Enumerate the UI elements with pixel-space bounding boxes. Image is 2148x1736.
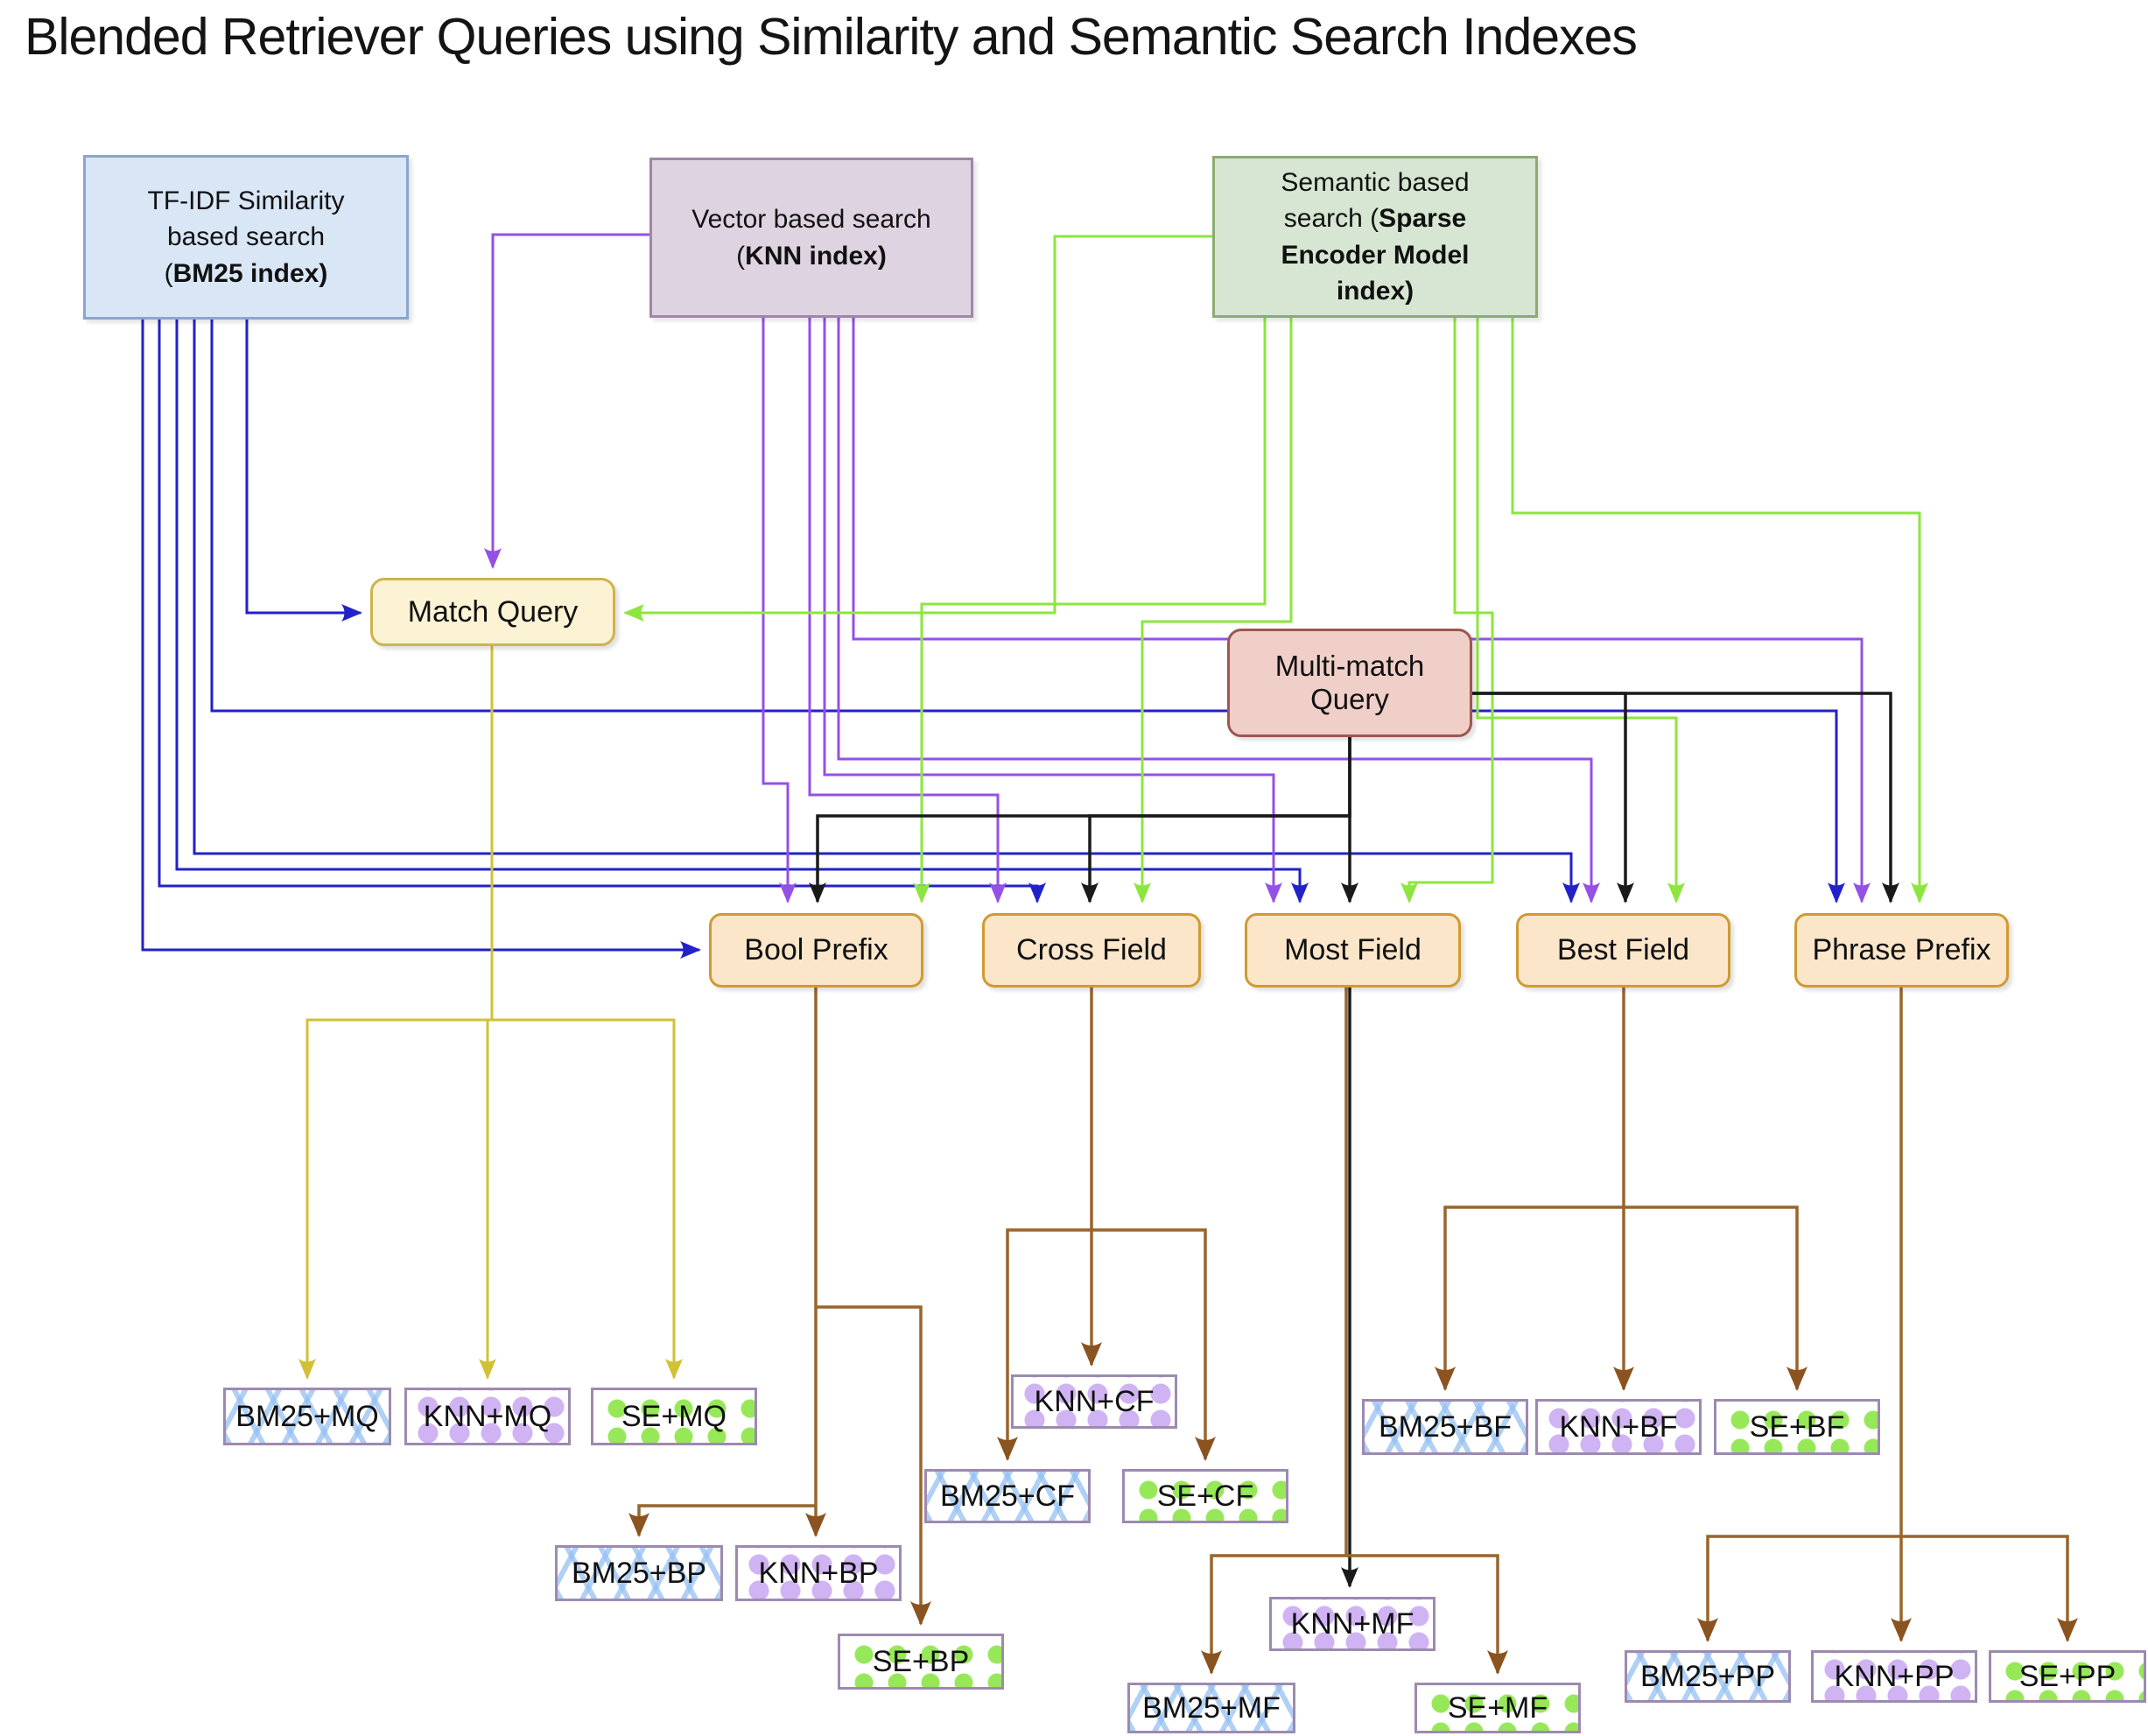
- node-bm25-pp-label: BM25+PP: [1639, 1659, 1776, 1693]
- node-bool-prefix: Bool Prefix: [709, 913, 923, 987]
- edge-se-to-phrase-prefix: [1511, 318, 1928, 903]
- node-knn-cf-label: KNN+CF: [1034, 1384, 1155, 1418]
- node-knn-pp: KNN+PP: [1811, 1650, 1977, 1703]
- node-bm25-index: TF-IDF Similarity based search (BM25 ind…: [83, 155, 409, 320]
- node-bm25-bp: BM25+BP: [555, 1545, 723, 1601]
- node-se-index: Semantic based search (Sparse Encoder Mo…: [1212, 156, 1538, 318]
- edge-bm25-to-bool-prefix: [141, 320, 701, 959]
- node-most-field-label: Most Field: [1284, 933, 1421, 966]
- node-se-mf: SE+MF: [1414, 1683, 1581, 1733]
- node-se-bf-label: SE+BF: [1749, 1409, 1845, 1444]
- node-bm25-cf: BM25+CF: [924, 1469, 1091, 1523]
- node-se-pp: SE+PP: [1989, 1650, 2146, 1703]
- edge-bm25-to-match-query: [245, 320, 362, 622]
- edge-multimatch-to-cross-field: [1081, 737, 1351, 903]
- node-se-bp-label: SE+BP: [872, 1644, 970, 1678]
- node-match-query: Match Query: [370, 578, 615, 646]
- node-best-field-label: Best Field: [1556, 933, 1690, 966]
- edge-best-field-to-bm25-bf: [1435, 1205, 1624, 1391]
- node-se-cf-label: SE+CF: [1156, 1479, 1254, 1513]
- node-knn-pp-label: KNN+PP: [1834, 1659, 1955, 1693]
- edge-se-to-match-query: [623, 235, 1212, 622]
- edge-cross-field-to-bm25-cf: [997, 1228, 1092, 1461]
- node-se-mf-label: SE+MF: [1447, 1690, 1548, 1725]
- node-bm25-bf: BM25+BF: [1362, 1399, 1528, 1455]
- node-multi-match-query-label: Multi-match Query: [1274, 650, 1425, 715]
- node-bm25-bp-label: BM25+BP: [571, 1556, 707, 1590]
- edge-knn-to-phrase-prefix: [852, 318, 1871, 903]
- edge-most-field-to-se-mf: [1346, 1554, 1508, 1675]
- node-cross-field-label: Cross Field: [1016, 933, 1167, 966]
- edge-knn-to-match-query: [484, 233, 649, 569]
- node-bm25-bf-label: BM25+BF: [1378, 1409, 1513, 1444]
- node-match-query-label: Match Query: [407, 594, 579, 629]
- node-bm25-index-label: TF-IDF Similarity based search (BM25 ind…: [147, 186, 345, 288]
- node-knn-bf: KNN+BF: [1535, 1399, 1702, 1455]
- edge-phrase-prefix-to-bm25-pp: [1697, 1535, 1901, 1642]
- edge-match-query-to-bm25-mq: [298, 646, 494, 1380]
- edge-multimatch-to-phrase-prefix: [1472, 692, 1899, 903]
- node-cross-field: Cross Field: [982, 913, 1201, 987]
- node-knn-mq-label: KNN+MQ: [423, 1399, 552, 1433]
- edge-bm25-to-best-field: [193, 320, 1580, 903]
- node-bm25-cf-label: BM25+CF: [940, 1479, 1075, 1513]
- node-knn-bf-label: KNN+BF: [1559, 1409, 1678, 1444]
- edge-most-field-to-bm25-mf: [1201, 987, 1348, 1675]
- node-se-bf: SE+BF: [1714, 1399, 1880, 1455]
- node-se-index-label: Semantic based search (Sparse Encoder Mo…: [1281, 167, 1470, 306]
- node-se-bp: SE+BP: [838, 1634, 1004, 1690]
- edge-multimatch-to-best-field: [1472, 692, 1634, 903]
- node-knn-mf: KNN+MF: [1269, 1597, 1436, 1651]
- node-bm25-mq: BM25+MQ: [223, 1388, 391, 1445]
- node-bm25-mf: BM25+MF: [1127, 1683, 1295, 1733]
- node-bm25-mf-label: BM25+MF: [1142, 1690, 1281, 1725]
- node-se-pp-label: SE+PP: [2018, 1659, 2116, 1693]
- edge-bm25-to-most-field: [175, 320, 1309, 903]
- node-phrase-prefix: Phrase Prefix: [1794, 913, 2009, 987]
- node-bm25-mq-label: BM25+MQ: [235, 1399, 379, 1433]
- edge-bool-prefix-to-bm25-bp: [628, 1504, 816, 1537]
- edge-bm25-to-cross-field: [158, 320, 1046, 903]
- node-multi-match-query: Multi-match Query: [1227, 629, 1472, 737]
- edge-match-query-to-se-mq: [490, 646, 683, 1380]
- node-bm25-pp: BM25+PP: [1625, 1650, 1791, 1703]
- node-se-cf: SE+CF: [1122, 1469, 1288, 1523]
- node-phrase-prefix-label: Phrase Prefix: [1812, 933, 1991, 966]
- edge-se-to-best-field: [1476, 318, 1685, 903]
- node-best-field: Best Field: [1516, 913, 1730, 987]
- diagram-title: Blended Retriever Queries using Similari…: [25, 8, 1638, 66]
- edge-knn-to-best-field: [837, 318, 1600, 903]
- node-knn-index: Vector based search (KNN index): [649, 158, 973, 318]
- edge-se-to-most-field: [1400, 318, 1494, 903]
- edge-phrase-prefix-to-se-pp: [1901, 1535, 2078, 1642]
- edge-knn-to-most-field: [823, 318, 1282, 903]
- edge-multimatch-to-bool-prefix: [809, 737, 1351, 903]
- node-knn-mq: KNN+MQ: [404, 1388, 571, 1445]
- edge-cross-field-to-se-cf: [1092, 1228, 1216, 1461]
- node-knn-index-label: Vector based search (KNN index): [691, 205, 931, 271]
- node-se-mq: SE+MQ: [591, 1388, 757, 1445]
- node-knn-bp: KNN+BP: [735, 1545, 902, 1601]
- edge-knn-to-cross-field: [808, 318, 1007, 903]
- edge-bool-prefix-to-se-bp: [816, 1305, 931, 1626]
- edge-best-field-to-se-bf: [1624, 1205, 1808, 1391]
- node-most-field: Most Field: [1245, 913, 1461, 987]
- edge-knn-to-bool-prefix: [762, 318, 797, 903]
- node-se-mq-label: SE+MQ: [621, 1399, 727, 1433]
- node-knn-mf-label: KNN+MF: [1290, 1606, 1414, 1641]
- node-knn-bp-label: KNN+BP: [758, 1556, 879, 1590]
- node-bool-prefix-label: Bool Prefix: [744, 933, 888, 966]
- edge-se-to-cross-field: [1134, 318, 1293, 903]
- edge-se-to-bool-prefix: [913, 318, 1267, 903]
- edge-bm25-to-phrase-prefix: [210, 320, 1845, 903]
- node-knn-cf: KNN+CF: [1011, 1374, 1177, 1429]
